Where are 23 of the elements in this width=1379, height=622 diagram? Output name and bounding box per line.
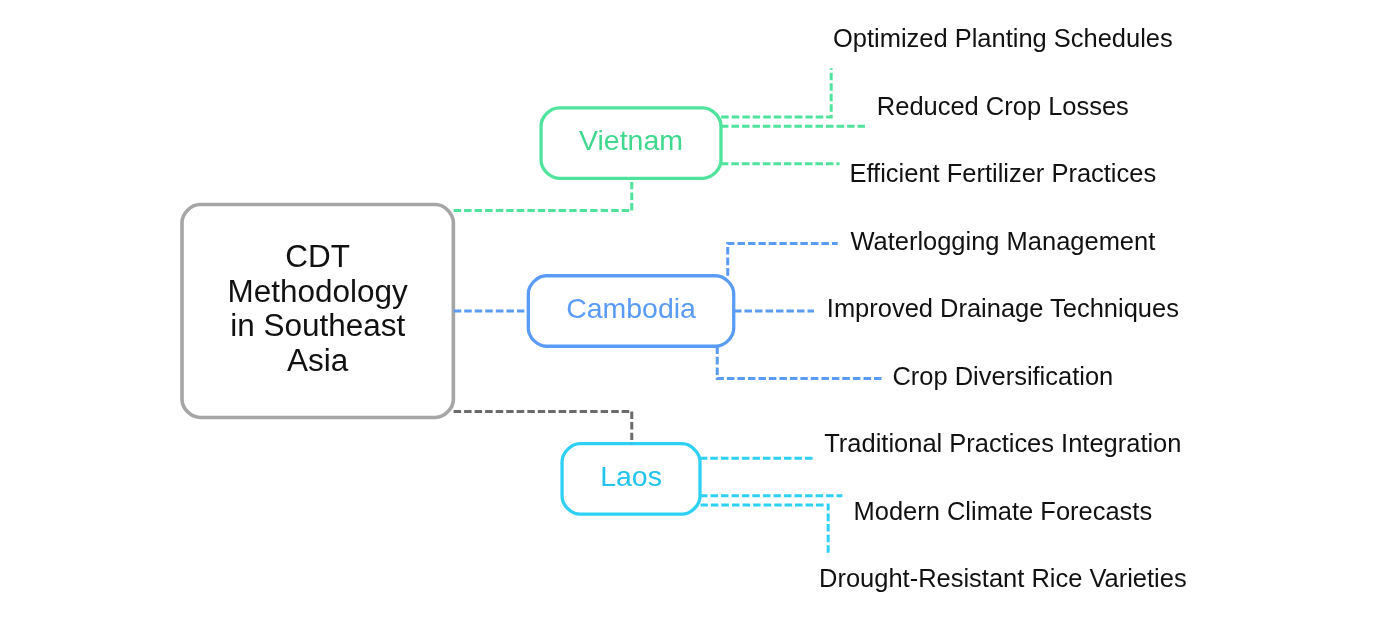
- node-box: CDT Methodology in Southeast Asia: [180, 202, 456, 420]
- node-text: Waterlogging Management: [850, 226, 1156, 255]
- node-text: Efficient Fertilizer Practices: [849, 159, 1157, 188]
- node-text: Improved Drainage Techniques: [826, 294, 1179, 323]
- connector: [726, 242, 838, 276]
- node-text: Drought-Resistant Rice Varieties: [819, 564, 1187, 593]
- connector: [721, 68, 833, 119]
- node-text: Crop Diversification: [892, 361, 1114, 390]
- connector: [715, 346, 883, 380]
- node-text: Modern Climate Forecasts: [853, 496, 1153, 525]
- node-text: Reduced Crop Losses: [876, 91, 1129, 120]
- connector: [700, 494, 843, 498]
- connector: [453, 409, 634, 444]
- node-box: Cambodia: [526, 274, 736, 348]
- connector: [734, 309, 814, 313]
- node-text: Traditional Practices Integration: [824, 429, 1182, 458]
- connector: [721, 124, 866, 128]
- connector: [700, 456, 813, 460]
- connector: [700, 503, 830, 554]
- node-box: Vietnam: [539, 106, 723, 180]
- node-box: Laos: [560, 442, 702, 516]
- connector: [721, 162, 840, 166]
- node-text: Optimized Planting Schedules: [832, 24, 1173, 53]
